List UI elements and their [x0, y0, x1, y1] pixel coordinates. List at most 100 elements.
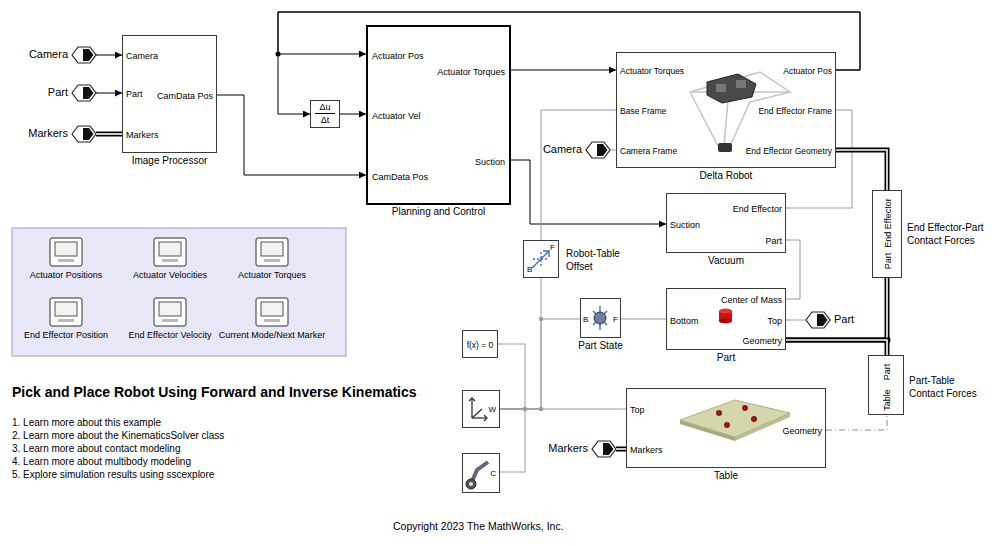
goto-tag	[586, 142, 610, 158]
joint-icon	[593, 306, 607, 330]
from-tag: Markers	[72, 125, 96, 143]
scope-block: Actuator Positions	[50, 238, 82, 266]
block-name: Part	[717, 352, 735, 364]
connector	[786, 340, 887, 355]
diagram-title: Pick and Place Robot Using Forward and I…	[12, 384, 417, 401]
world-frame-icon	[469, 398, 487, 421]
bus-line	[96, 132, 122, 137]
subsystem-block: BottomCenter of MassTopGeometryPart	[666, 288, 786, 350]
from-tag: Part	[72, 84, 96, 102]
connector	[621, 319, 666, 320]
physical-line	[500, 319, 580, 409]
port-label: Actuator Pos	[372, 50, 424, 62]
bus-line	[786, 278, 887, 340]
port-label: Part	[765, 235, 782, 247]
subsystem-block: SuctionEnd EffectorPartVacuum	[666, 193, 786, 253]
connector	[541, 110, 616, 240]
bus-line	[836, 150, 887, 190]
connector	[826, 415, 887, 430]
connector	[786, 110, 852, 208]
port-label: F	[613, 314, 618, 326]
bus-line	[786, 278, 887, 340]
transform-block: FBRobot-Table Offset	[523, 240, 559, 278]
bus-line	[96, 133, 122, 135]
port-label: Camera	[543, 143, 582, 155]
physical-line	[498, 344, 525, 409]
from-tag	[72, 47, 96, 63]
block-name: Actuator Torques	[238, 269, 306, 281]
scope-icon	[154, 298, 186, 326]
signal-line	[217, 95, 366, 175]
bus-line	[786, 340, 887, 355]
port-label: f(x) = 0	[463, 339, 497, 351]
scope-icon	[256, 238, 288, 266]
link-note: 1. Learn more about this example	[12, 416, 161, 429]
port-label: C	[490, 468, 496, 480]
block-name: Actuator Velocities	[133, 269, 207, 281]
port-label: Center of Mass	[721, 294, 782, 306]
from-tag	[72, 126, 96, 142]
port-label: Δu	[315, 102, 335, 114]
block-name: Part State	[578, 340, 622, 352]
from-tag: Markers	[592, 440, 616, 458]
from-tag	[72, 85, 96, 101]
part-picture	[719, 309, 732, 324]
physical-line	[541, 110, 616, 240]
scope-panel	[12, 228, 346, 356]
connector	[511, 70, 616, 71]
block-name: End Effector Velocity	[129, 329, 212, 341]
port-label: Part	[881, 364, 893, 381]
link-note: 2. Learn more about the KinematicsSolver…	[12, 429, 224, 442]
connector	[836, 150, 887, 190]
connector	[340, 114, 366, 115]
connector	[511, 160, 666, 224]
physical-line	[500, 409, 525, 472]
goto-tag	[806, 312, 830, 328]
port-label: Table	[881, 389, 893, 411]
bus-line	[616, 448, 626, 450]
port-label: Suction	[475, 156, 505, 168]
scope-block: Actuator Torques	[256, 238, 288, 266]
junction-dots	[523, 317, 543, 411]
port-label: End Effector-Part Contact Forces	[907, 221, 991, 247]
connector	[498, 344, 525, 409]
port-label: Part	[882, 253, 894, 270]
connector	[786, 240, 800, 299]
subsystem-block: Actuator PosActuator VelCamData PosActua…	[366, 25, 511, 205]
port-label: Top	[767, 315, 782, 327]
physical-line	[786, 320, 806, 321]
block-name: Actuator Positions	[30, 269, 103, 281]
port-label: Geometry	[782, 425, 822, 437]
from-tag	[592, 441, 616, 457]
scope-icon	[154, 238, 186, 266]
block-name: Table	[714, 470, 738, 482]
port-label: Camera	[29, 48, 68, 60]
port-label: CamData Pos	[157, 90, 213, 102]
connector	[786, 320, 806, 321]
port-label: Robot-Table Offset	[566, 247, 636, 273]
scope-icon	[50, 298, 82, 326]
port-label: Camera	[126, 50, 158, 62]
port-label: End Effector	[882, 198, 894, 247]
port-label: Actuator Pos	[783, 65, 832, 77]
link-note: 3. Learn more about contact modeling	[12, 442, 180, 455]
port-label: W	[488, 404, 496, 416]
signal-line	[96, 55, 122, 56]
port-label: End Effector Geometry	[746, 145, 832, 157]
port-label: CamData Pos	[372, 171, 428, 183]
copyright: Copyright 2023 The MathWorks, Inc.	[393, 520, 564, 533]
bus-line	[786, 340, 887, 355]
block-name: Image Processor	[132, 155, 208, 167]
port-label: Top	[630, 404, 645, 416]
link-note: 4. Learn more about multibody modeling	[12, 455, 191, 468]
bus-line	[836, 150, 887, 190]
port-label: Markers	[548, 442, 588, 454]
port-label: Actuator Torques	[620, 65, 684, 77]
port-label: B	[527, 264, 532, 276]
block-name: Vacuum	[708, 255, 744, 267]
physical-line	[786, 240, 800, 299]
port-label: Base Frame	[620, 105, 666, 117]
contact-force-block: End EffectorPartEnd Effector-Part Contac…	[872, 190, 902, 278]
port-label: B	[583, 314, 588, 326]
